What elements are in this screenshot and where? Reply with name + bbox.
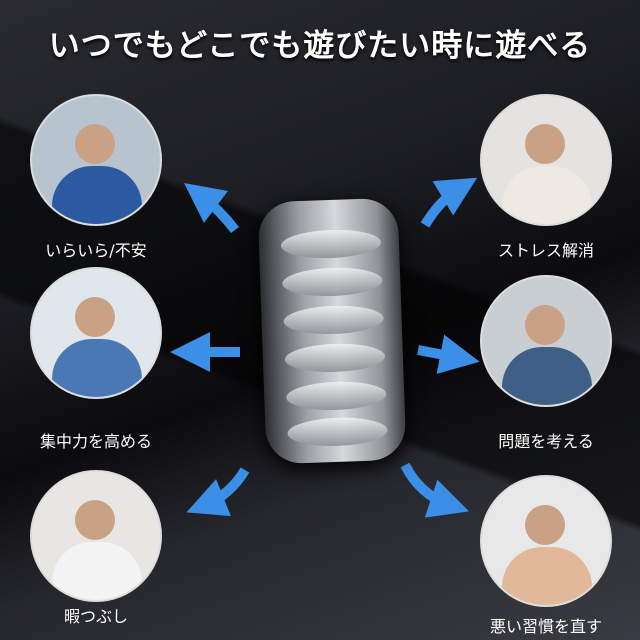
scene-label: ストレス解消 [497, 241, 594, 260]
arrow-icon [400, 462, 469, 518]
fidget-slider-product [257, 197, 407, 465]
scene-photo-man-reading-on-sofa [30, 470, 162, 602]
scene-photo-man-thinking [480, 275, 612, 407]
scene-label: 集中力を高める [39, 432, 152, 451]
scene-photo-woman-at-desk [480, 94, 612, 226]
arrow-icon [417, 334, 480, 374]
headline: いつでもどこでも遊びたい時に遊べる [48, 28, 592, 64]
scene-label: 問題を考える [498, 432, 594, 451]
scene-photo-man-sleeping-at-station [30, 94, 162, 226]
scene-photo-woman-biting-pencil [480, 475, 612, 607]
arrow-icon [420, 177, 478, 228]
scene-label: いらいら/不安 [45, 241, 147, 260]
scene-photo-man-on-laptop [30, 267, 162, 399]
scene-label: 悪い習慣を直す [489, 617, 602, 636]
arrow-icon [184, 182, 239, 234]
scene-label: 暇つぶし [63, 607, 128, 626]
arrow-icon [186, 467, 250, 517]
